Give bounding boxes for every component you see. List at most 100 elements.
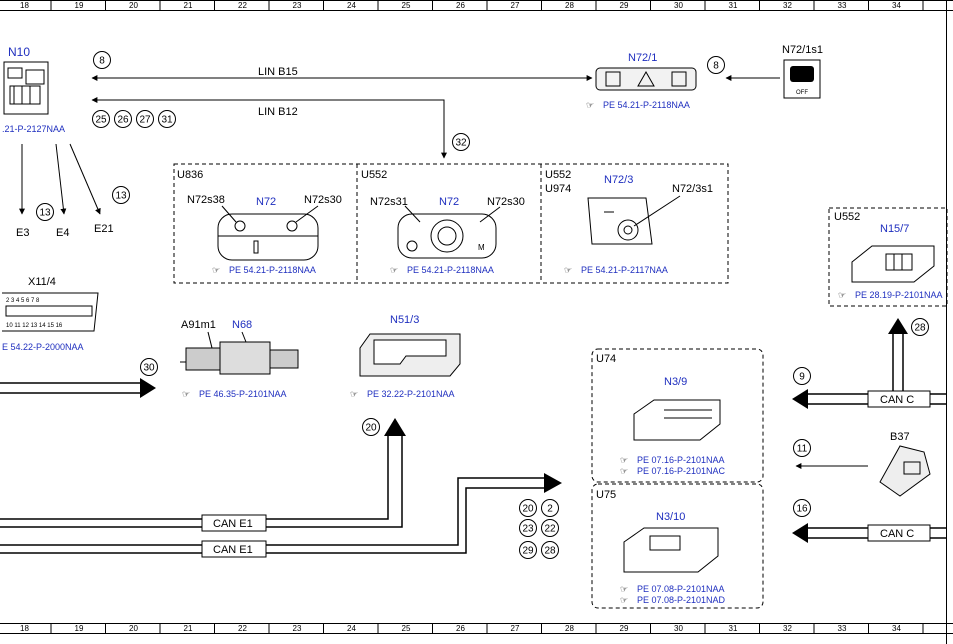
ref-circle [519, 499, 537, 517]
n3-9-label: N3/9 [664, 376, 687, 388]
ref-circle-number: 9 [799, 372, 805, 383]
x11-4-label: X11/4 [28, 276, 56, 288]
n72s30-b-label: N72s30 [487, 196, 525, 208]
svg-text:M: M [478, 243, 485, 252]
a91m1-label: A91m1 [181, 319, 216, 331]
n3-10-ref2: PE 07.08-P-2101NAD [637, 595, 726, 605]
ref-circle-number: 16 [796, 504, 808, 515]
ref-circle-number: 2 [547, 504, 553, 515]
ruler-label: 31 [729, 1, 738, 10]
ruler-label: 34 [892, 1, 901, 10]
can-e1-1-label: CAN E1 [213, 518, 253, 530]
ref-icon: ☞ [212, 265, 220, 275]
connector-pins-bottom: 10 11 12 13 14 15 16 [6, 323, 63, 329]
u552-c-label: U552 [545, 169, 571, 181]
lin-b12-line [91, 97, 447, 159]
ref-circle [519, 541, 537, 559]
ref-circle [93, 51, 111, 69]
ruler-label: 21 [184, 1, 193, 10]
can-c-1-box [867, 390, 931, 408]
u836-label: U836 [177, 169, 203, 181]
n10-label: N10 [8, 45, 30, 59]
ruler-label: 28 [565, 624, 574, 633]
n72-b-label: N72 [439, 196, 459, 208]
can-c-1-label: CAN C [880, 394, 914, 406]
n3-10-ref1: PE 07.08-P-2101NAA [637, 584, 725, 594]
ruler-label: 29 [620, 1, 629, 10]
ref-circle-number: 22 [544, 524, 556, 535]
ref-circle-number: 28 [544, 546, 556, 557]
ref-circle [519, 519, 537, 537]
n72-3-label: N72/3 [604, 174, 633, 186]
ref-icon: ☞ [838, 290, 846, 300]
ref-icon: ☞ [390, 265, 398, 275]
ruler-label: 26 [456, 624, 465, 633]
n72s38-label: N72s38 [187, 194, 225, 206]
n68-label: N68 [232, 319, 252, 331]
ref-circle-number: 29 [522, 546, 534, 557]
ruler-label: 23 [293, 1, 302, 10]
ruler-label: 23 [293, 624, 302, 633]
e21-arrow [69, 143, 101, 215]
ruler-label: 32 [783, 624, 792, 633]
u75-box [591, 483, 764, 609]
ref-circle-number: 23 [522, 524, 534, 535]
ruler-label: 20 [129, 1, 138, 10]
ref-icon: ☞ [620, 584, 628, 594]
ruler-label: 30 [674, 1, 683, 10]
u75-label: U75 [596, 489, 616, 501]
ruler-label: 24 [347, 1, 356, 10]
ref-circle [140, 358, 158, 376]
can-e1-bus [0, 418, 562, 554]
ref-icon: ☞ [182, 389, 190, 399]
n10-module-icon [3, 61, 49, 115]
n72-b-panel-icon: M [397, 213, 497, 259]
can-e1-2-label: CAN E1 [213, 544, 253, 556]
ref-circle-number: 25 [95, 115, 107, 126]
ruler-label: 30 [674, 624, 683, 633]
n72-1s1-label: N72/1s1 [782, 44, 823, 56]
ref-circle [36, 203, 54, 221]
bus-arrow-30 [0, 378, 156, 398]
ref-circle [114, 110, 132, 128]
lin-b15-label: LIN B15 [258, 66, 298, 78]
ref-circle [793, 439, 811, 457]
ref-circle-number: 28 [914, 323, 926, 334]
n51-3-label: N51/3 [390, 314, 419, 326]
ruler-label: 25 [402, 624, 411, 633]
n72-1-ref: PE 54.21-P-2118NAA [603, 100, 690, 110]
n3-9-ecu-icon [633, 399, 721, 441]
n3-10-label: N3/10 [656, 511, 685, 523]
ruler-label: 34 [892, 624, 901, 633]
ruler-label: 25 [402, 1, 411, 10]
can-c-2-box [867, 524, 931, 542]
ref-circle [793, 367, 811, 385]
ruler-label: 26 [456, 1, 465, 10]
ref-circle-number: 30 [143, 363, 155, 374]
lin-b12-label: LIN B12 [258, 106, 298, 118]
ref-circle [136, 110, 154, 128]
n51-3-module-icon [359, 333, 461, 377]
ref-icon: ☞ [620, 466, 628, 476]
n15-7-ref: PE 28.19-P-2101NAA [855, 290, 943, 300]
svg-text:OFF: OFF [796, 90, 808, 96]
ref-circle [707, 56, 725, 74]
connector-pins-top: 2 3 4 5 6 7 8 [6, 298, 40, 304]
e21-label: E21 [94, 223, 114, 235]
n15-7-module-icon [851, 245, 935, 283]
ref-circle-number: 13 [115, 191, 127, 202]
n72-3s1-label: N72/3s1 [672, 183, 713, 195]
n10-ref: .21-P-2127NAA [2, 124, 65, 134]
can-c-2-label: CAN C [880, 528, 914, 540]
b37-label: B37 [890, 431, 910, 443]
ref-circle-number: 20 [365, 423, 377, 434]
ref-circle-number: 27 [139, 115, 151, 126]
ref-circle-number: 11 [797, 444, 808, 455]
n72s31-label: N72s31 [370, 196, 408, 208]
ruler-label: 20 [129, 624, 138, 633]
ref-icon: ☞ [564, 265, 572, 275]
ruler-label: 18 [20, 1, 29, 10]
